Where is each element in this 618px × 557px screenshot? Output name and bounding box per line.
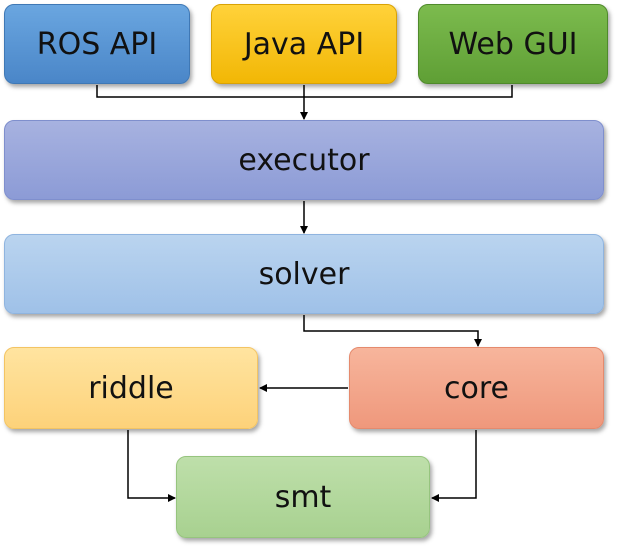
solver-node: solver bbox=[4, 234, 604, 314]
ros-api-node: ROS API bbox=[4, 4, 190, 84]
executor-label: executor bbox=[238, 142, 370, 178]
edge-solver-to-core bbox=[303, 315, 482, 347]
smt-label: smt bbox=[274, 479, 332, 515]
riddle-node: riddle bbox=[4, 347, 258, 429]
ros-api-label: ROS API bbox=[36, 26, 158, 62]
edge-web-gui-to-executor bbox=[304, 85, 513, 98]
edge-core-to-smt bbox=[431, 430, 477, 502]
riddle-label: riddle bbox=[88, 370, 174, 406]
core-node: core bbox=[349, 347, 604, 429]
java-api-node: Java API bbox=[211, 4, 397, 84]
executor-node: executor bbox=[4, 120, 604, 200]
core-label: core bbox=[444, 370, 509, 406]
java-api-label: Java API bbox=[243, 26, 365, 62]
edge-ros-api-to-executor bbox=[96, 85, 304, 98]
smt-node: smt bbox=[176, 456, 430, 538]
web-gui-label: Web GUI bbox=[448, 26, 578, 62]
edge-riddle-to-smt bbox=[127, 430, 176, 502]
solver-label: solver bbox=[258, 256, 350, 292]
web-gui-node: Web GUI bbox=[418, 4, 608, 84]
